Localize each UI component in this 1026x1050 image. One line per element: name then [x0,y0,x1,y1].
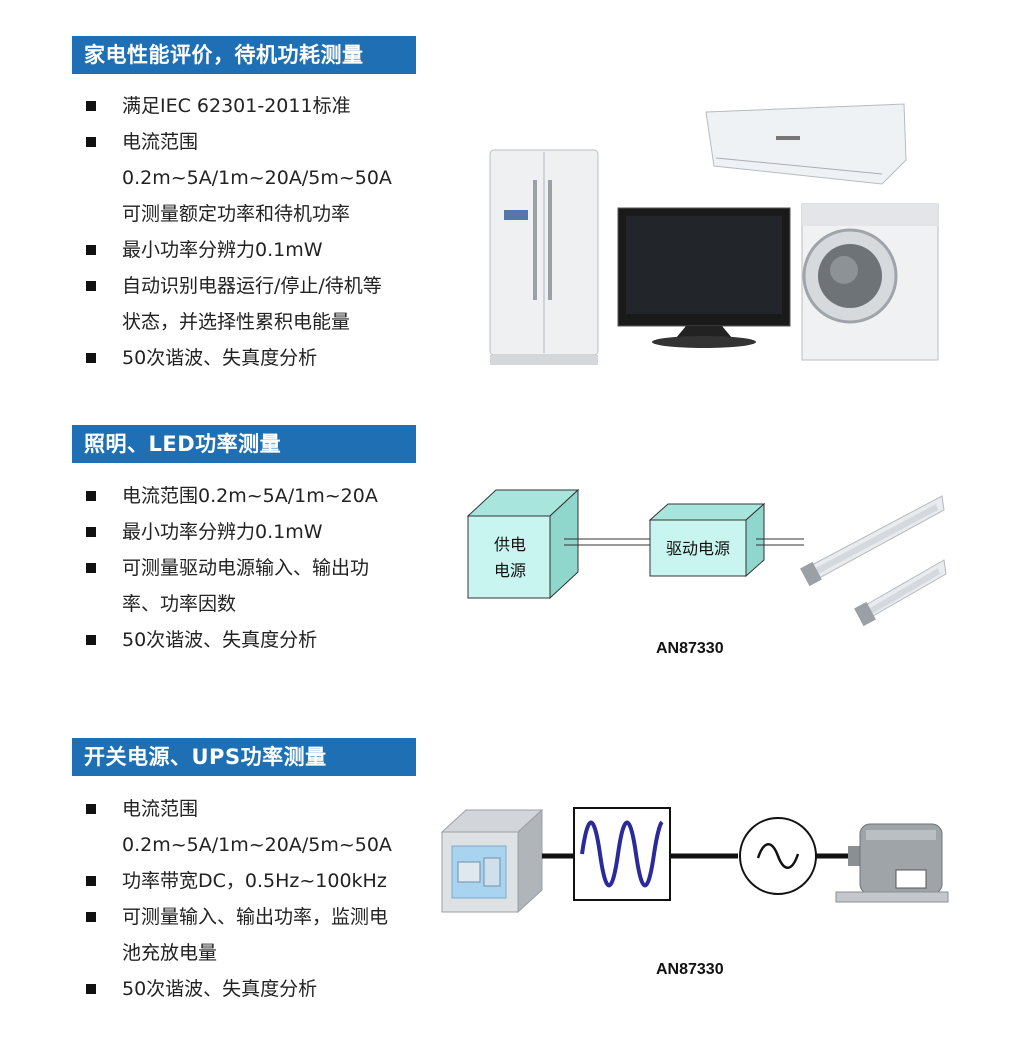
bullet-text: 功率带宽DC，0.5Hz~100kHz [122,870,387,892]
bullet-text: 50次谐波、失真度分析 [122,629,318,651]
bullet-square-icon [86,353,96,363]
led-tube-icon [800,495,947,627]
bullet-text: 可测量输入、输出功率，监测电 [122,906,389,928]
bullet-item: 50次谐波、失真度分析 [86,622,432,658]
bullet-square-icon [86,804,96,814]
supply-box: 供电 电源 [466,488,580,600]
section-title-appliance: 家电性能评价，待机功耗测量 [72,36,416,74]
bullet-square-icon [86,137,96,147]
bullet-item: 电流范围 0.2m~5A/1m~20A/5m~50A [86,791,432,863]
bullet-item: 电流范围0.2m~5A/1m~20A [86,478,432,514]
bullet-text: 率、功率因数 [122,593,237,615]
appliance-illustration [489,103,939,365]
bullet-item: 可测量输入、输出功率，监测电池充放电量 [86,899,432,971]
bullet-text: 满足IEC 62301-2011标准 [122,95,351,117]
bullet-text: 状态，并选择性累积电能量 [122,311,351,333]
bullet-text: 自动识别电器运行/停止/待机等 [122,275,382,297]
bullet-item: 自动识别电器运行/停止/待机等状态，并选择性累积电能量 [86,268,432,340]
power-supply-icon [440,808,544,914]
ups-diagram [440,807,949,914]
section-title-ups: 开关电源、UPS功率测量 [72,738,416,776]
refrigerator-icon [489,149,599,365]
bullet-item: 50次谐波、失真度分析 [86,340,432,376]
driver-label: 驱动电源 [666,539,730,558]
supply-label-line2: 电源 [494,561,526,580]
ups-caption: AN87330 [656,961,724,978]
bullet-square-icon [86,912,96,922]
bullet-text: 可测量驱动电源输入、输出功 [122,557,370,579]
bullet-item: 功率带宽DC，0.5Hz~100kHz [86,863,432,899]
bullet-text: 最小功率分辨力0.1mW [122,521,323,543]
bullet-text: 50次谐波、失真度分析 [122,347,318,369]
bullet-text: 0.2m~5A/1m~20A/5m~50A [122,167,392,189]
bullet-item: 可测量驱动电源输入、输出功率、功率因数 [86,550,432,622]
waveform-box [573,807,671,901]
driver-box: 驱动电源 [648,502,766,578]
section-title-led: 照明、LED功率测量 [72,425,416,463]
bullet-square-icon [86,491,96,501]
washing-machine-icon [801,203,939,361]
bullet-item: 满足IEC 62301-2011标准 [86,88,432,124]
ac-source-icon [739,817,817,895]
bullet-text: 电流范围 [122,798,199,820]
motor-icon [835,823,949,903]
bullet-text: 50次谐波、失真度分析 [122,978,318,1000]
bullet-square-icon [86,101,96,111]
bullet-text: 池充放电量 [122,942,218,964]
bullet-item: 电流范围 0.2m~5A/1m~20A/5m~50A 可测量额定功率和待机功率 [86,124,432,232]
led-diagram: 供电 电源 驱动电源 [466,488,947,627]
bullet-square-icon [86,527,96,537]
bullet-text: 最小功率分辨力0.1mW [122,239,323,261]
bullet-text: 可测量额定功率和待机功率 [122,203,351,225]
bullet-text: 电流范围 [122,131,199,153]
bullet-square-icon [86,635,96,645]
bullet-text: 0.2m~5A/1m~20A/5m~50A [122,834,392,856]
bullet-square-icon [86,984,96,994]
bullet-item: 50次谐波、失真度分析 [86,971,432,1007]
bullet-square-icon [86,281,96,291]
air-conditioner-icon [705,103,907,185]
bullet-item: 最小功率分辨力0.1mW [86,514,432,550]
supply-label-line1: 供电 [494,535,526,554]
bullet-list-appliance: 满足IEC 62301-2011标准电流范围 0.2m~5A/1m~20A/5m~… [86,88,432,376]
television-icon [617,207,791,348]
bullet-list-led: 电流范围0.2m~5A/1m~20A 最小功率分辨力0.1mW 可测量驱动电源输入、… [86,478,432,658]
led-caption: AN87330 [656,640,724,657]
bullet-square-icon [86,563,96,573]
bullet-text: 电流范围0.2m~5A/1m~20A [122,485,378,507]
bullet-list-ups: 电流范围 0.2m~5A/1m~20A/5m~50A 功率带宽DC，0.5Hz~10… [86,791,432,1007]
bullet-square-icon [86,245,96,255]
bullet-item: 最小功率分辨力0.1mW [86,232,432,268]
bullet-square-icon [86,876,96,886]
